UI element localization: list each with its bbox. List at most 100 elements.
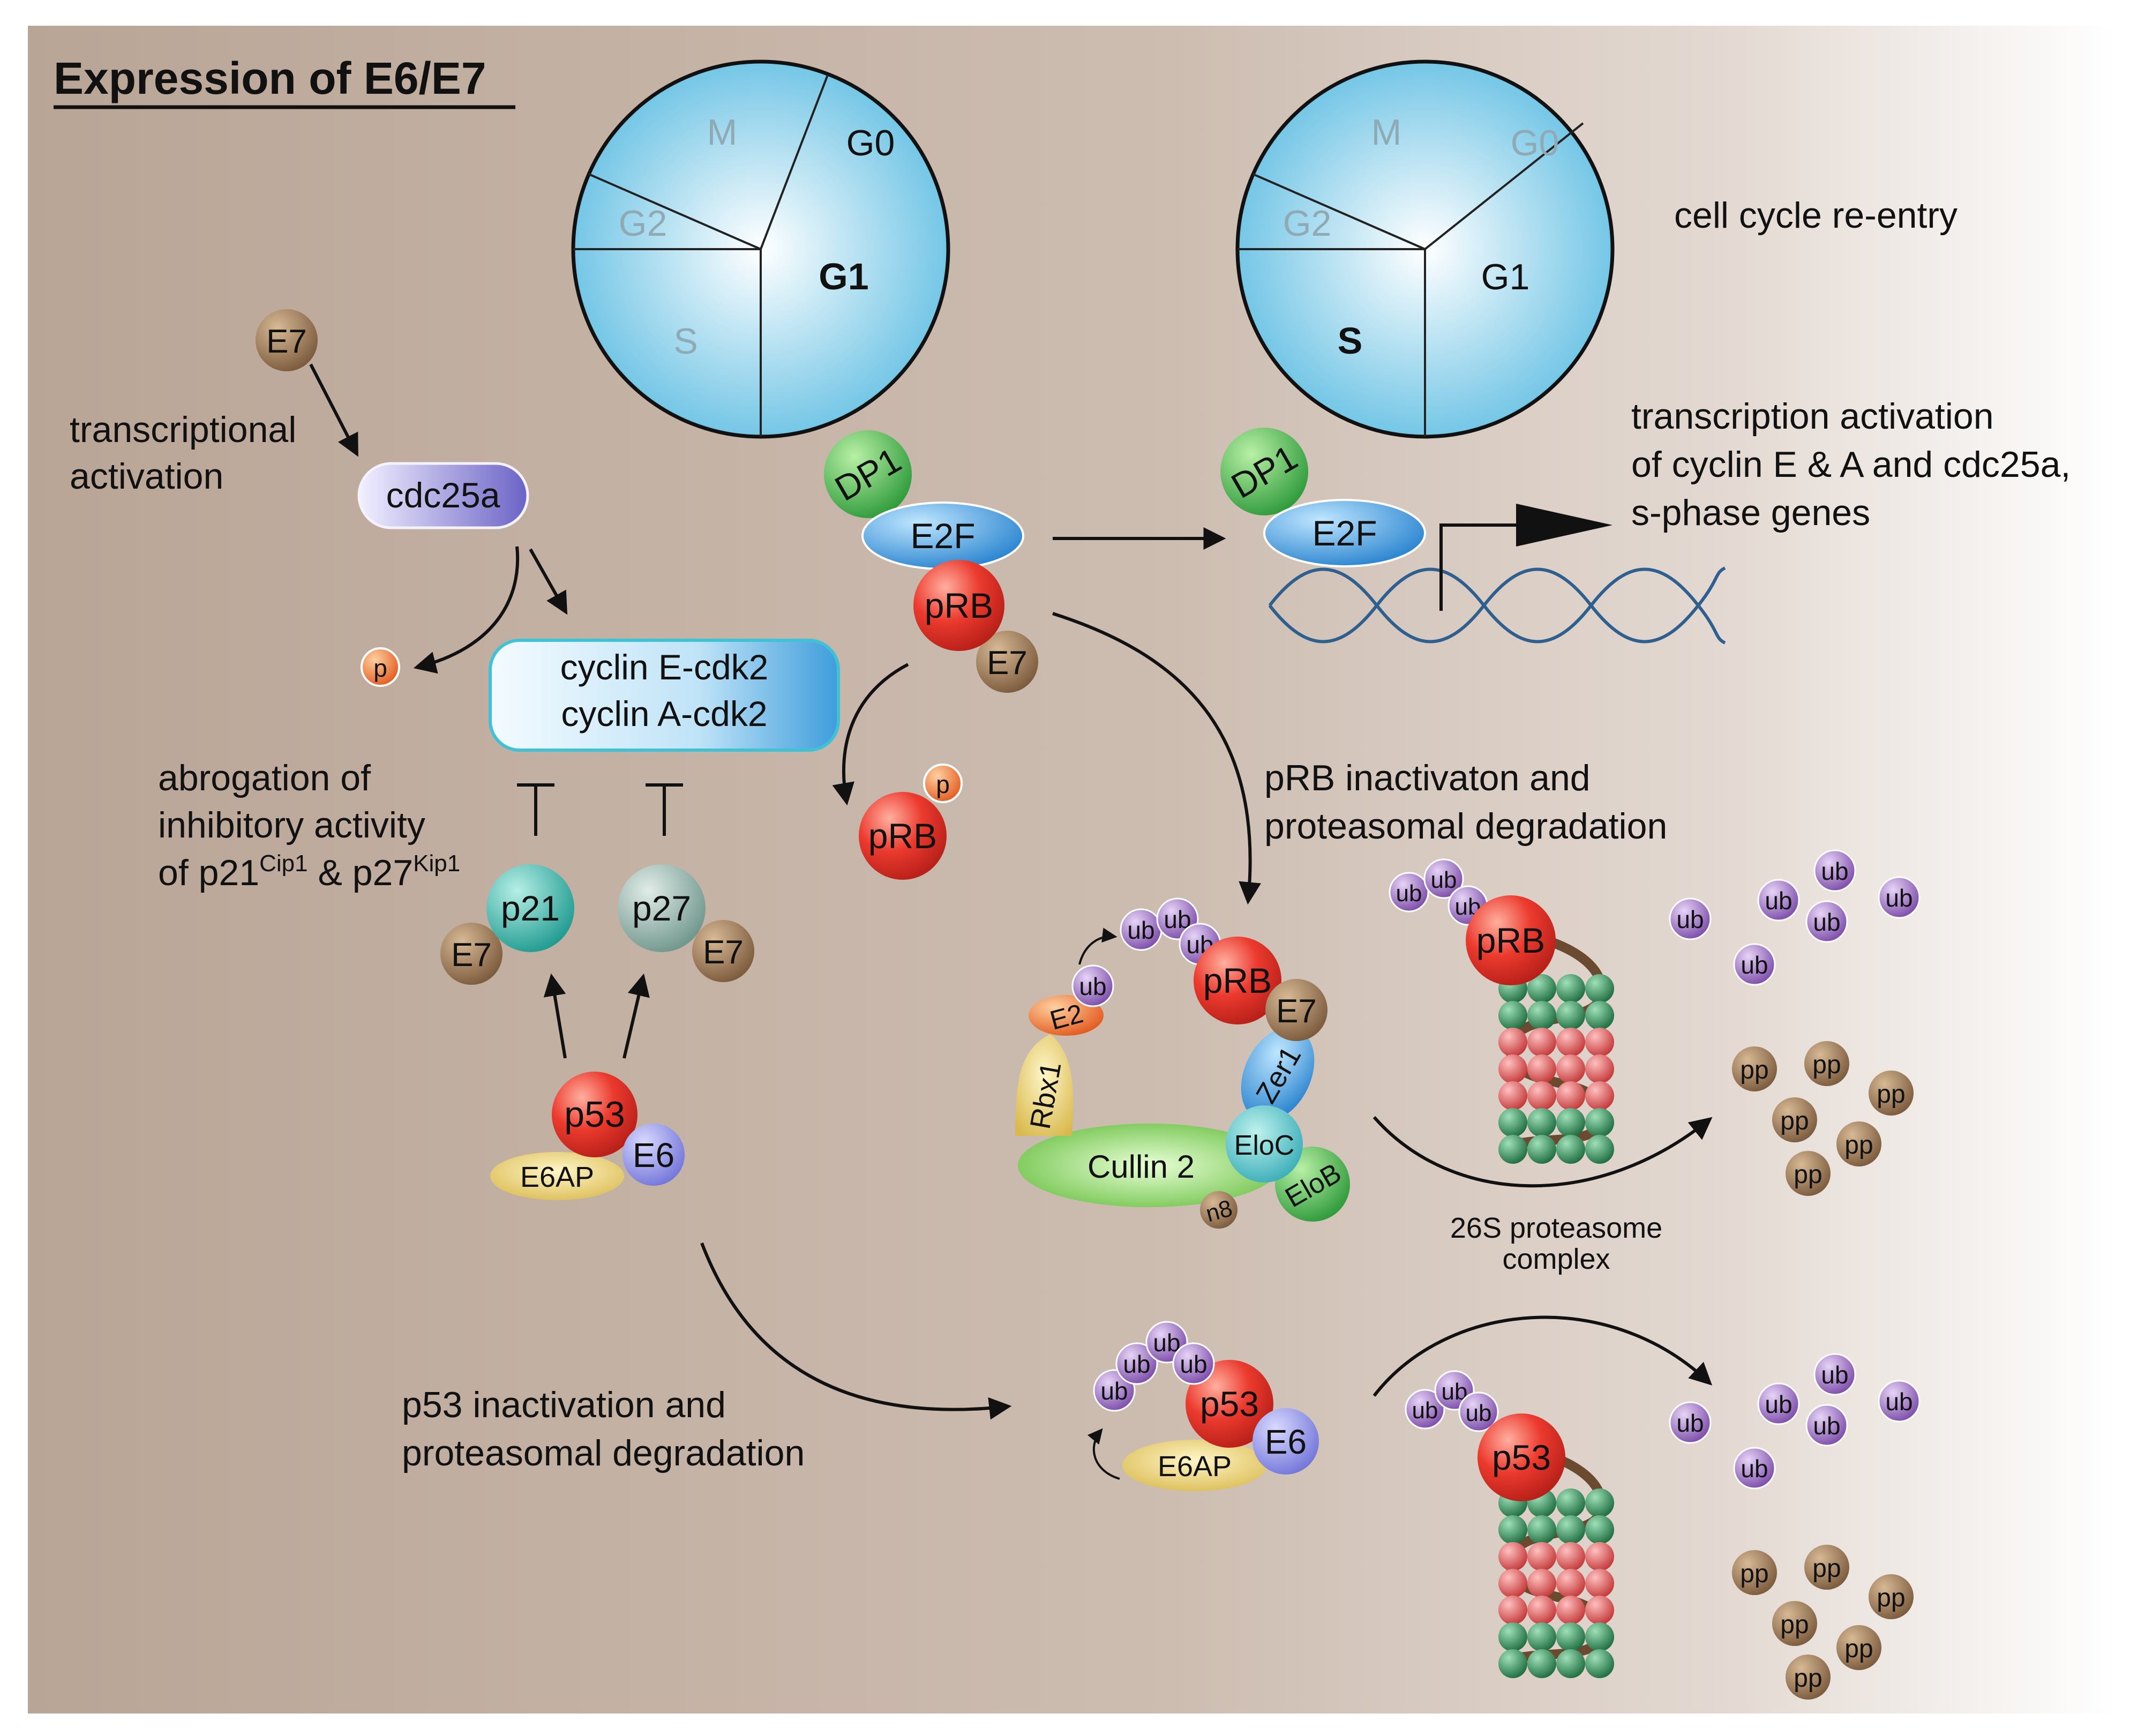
svg-text:ub: ub <box>1813 908 1840 936</box>
p27-e7-complex: E7 p27 <box>618 864 754 982</box>
ub-product: ub <box>1733 943 1776 986</box>
proteasome-subunit <box>1527 1596 1556 1625</box>
svg-text:ub: ub <box>1765 887 1792 915</box>
abrogation-label-2: inhibitory activity <box>158 805 425 845</box>
panel-background <box>28 26 2117 1713</box>
ub-product: ub <box>1878 876 1921 919</box>
e7-top: E7 <box>256 309 318 371</box>
proteasome-subunit <box>1527 1001 1556 1030</box>
svg-text:ub: ub <box>1431 867 1457 893</box>
phase-m-right: M <box>1371 112 1402 153</box>
arrow-prb-phosphorylation <box>832 663 909 806</box>
pp-product: pp <box>1869 1574 1914 1619</box>
proteasome-subunit <box>1498 1135 1527 1164</box>
pp-product: pp <box>1772 1601 1817 1646</box>
ub-product: ub <box>1757 1382 1800 1425</box>
svg-text:p: p <box>936 770 950 798</box>
proteasome-subunit <box>1585 1649 1614 1678</box>
products-top: ub ub ub ub ub ub pp pp pp pp pp pp <box>1669 849 1921 1196</box>
arrow-cdc25a-cyclin <box>529 548 568 615</box>
svg-text:pp: pp <box>1877 1584 1905 1612</box>
svg-text:ub: ub <box>1123 1350 1150 1378</box>
proteasome-subunit <box>1527 1622 1556 1651</box>
transcription-start-arrow <box>1439 504 1612 611</box>
p53-inactivation-label-2: proteasomal degradation <box>402 1433 805 1473</box>
transcription-activation-label-1: transcription activation <box>1631 396 1994 437</box>
transcriptional-label-1: transcriptional <box>70 409 296 450</box>
svg-text:pp: pp <box>1844 1635 1873 1663</box>
proteasome-subunit <box>1556 1622 1585 1651</box>
proteasome-subunit <box>1585 1001 1614 1030</box>
proteasome-subunit <box>1585 1081 1614 1110</box>
proteasome-subunit <box>1556 1515 1585 1544</box>
pp-product: pp <box>1804 1545 1849 1590</box>
phase-s-right: S <box>1338 320 1363 362</box>
ub-product: ub <box>1733 1447 1776 1490</box>
svg-text:pp: pp <box>1780 1107 1809 1135</box>
proteasome-subunit <box>1527 1135 1556 1164</box>
phase-m-left: M <box>707 112 738 153</box>
proteasome-label-1: 26S proteasome <box>1450 1212 1662 1244</box>
transcriptional-label-2: activation <box>70 456 223 497</box>
cell-cycle-reentry-label: cell cycle re-entry <box>1674 195 1958 236</box>
svg-text:E2F: E2F <box>910 516 975 556</box>
svg-text:cdc25a: cdc25a <box>386 475 500 515</box>
svg-text:pRB: pRB <box>1476 921 1545 960</box>
products-bottom: ub ub ub ub ub ub pp pp pp pp pp pp <box>1669 1353 1921 1700</box>
proteasome-subunit <box>1498 1542 1527 1571</box>
arrow-proteasome-bottom <box>1372 1315 1713 1397</box>
svg-text:pp: pp <box>1794 1664 1822 1693</box>
dna-strands <box>1268 566 1726 645</box>
proteasome-subunit <box>1585 1488 1614 1517</box>
proteasome-subunit <box>1498 1108 1527 1137</box>
phase-g0-right: G0 <box>1511 123 1559 163</box>
proteasome-subunit <box>1527 1081 1556 1110</box>
ub-product: ub <box>1878 1380 1921 1423</box>
svg-text:pp: pp <box>1812 1051 1841 1079</box>
phase-g0-left: G0 <box>846 123 895 163</box>
p53-e6-e6ap-complex: E6AP p53 E6 <box>490 1072 685 1200</box>
cyclin-cdk2-complex: cyclin E-cdk2 cyclin A-cdk2 <box>489 639 840 752</box>
svg-text:pp: pp <box>1740 1560 1768 1588</box>
ub-product: ub <box>1669 897 1712 940</box>
arrow-prb-inactivation <box>1052 612 1262 905</box>
arrow-p53-degradation <box>700 1242 1012 1420</box>
proteasome-subunit <box>1527 974 1556 1003</box>
pp-product: pp <box>1786 1655 1831 1700</box>
svg-text:ub: ub <box>1396 880 1422 907</box>
proteasome-subunit <box>1585 1542 1614 1571</box>
ub-product: ub <box>1813 1353 1856 1396</box>
proteasome-subunit <box>1585 1028 1614 1057</box>
svg-text:p21: p21 <box>501 888 560 928</box>
proteasome-subunit <box>1556 1135 1585 1164</box>
svg-text:ub: ub <box>1885 884 1912 912</box>
transcription-activation-label-2: of cyclin E & A and cdc25a, <box>1631 444 2071 485</box>
svg-text:ub: ub <box>1813 1412 1840 1440</box>
proteasome-subunit <box>1585 1054 1614 1083</box>
proteasome-subunit <box>1498 1622 1527 1651</box>
arrow-e7-cdc25a <box>309 363 358 457</box>
proteasome-subunit <box>1498 1001 1527 1030</box>
proteasome-subunit <box>1585 1596 1614 1625</box>
pp-product: pp <box>1732 1550 1777 1595</box>
svg-text:E2F: E2F <box>1312 513 1377 553</box>
ub-product: ub <box>1805 1404 1848 1447</box>
svg-text:pp: pp <box>1844 1131 1873 1159</box>
svg-text:ub: ub <box>1741 1455 1768 1483</box>
proteasome-subunit <box>1556 1108 1585 1137</box>
ub-product: ub <box>1669 1401 1712 1444</box>
proteasome-subunit <box>1498 1081 1527 1110</box>
proteasome-bottom: ub ub ub p53 <box>1405 1370 1614 1678</box>
svg-text:ub: ub <box>1676 1409 1704 1437</box>
proteasome-subunit <box>1556 1081 1585 1110</box>
p21-e7-complex: E7 p21 <box>440 864 574 985</box>
pp-product: pp <box>1836 1625 1881 1670</box>
proteasome-subunit <box>1585 1135 1614 1164</box>
proteasome-top: ub ub ub pRB <box>1389 858 1614 1164</box>
prb-phosphorylated: pRB p <box>859 764 963 880</box>
proteasome-subunit <box>1585 1569 1614 1598</box>
svg-text:ub: ub <box>1412 1397 1438 1424</box>
svg-text:E6: E6 <box>1265 1423 1307 1461</box>
dp1-e2f-prb-e7-complex: DP1 E2F E7 pRB <box>824 430 1038 693</box>
